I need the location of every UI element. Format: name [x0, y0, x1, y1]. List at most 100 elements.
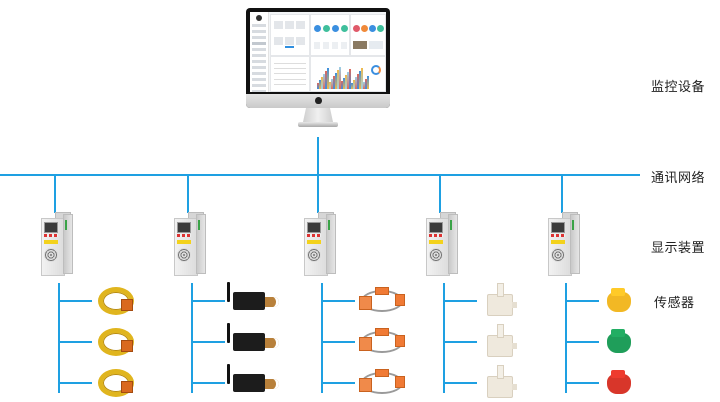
dashboard-panel-chart: [310, 56, 386, 92]
mini-chart-bar: [327, 68, 329, 89]
mini-chart-bar: [317, 83, 319, 89]
sensor-branch-line: [58, 341, 92, 343]
controller-terminal: [572, 220, 574, 230]
wireless-relay-sensor: [227, 364, 279, 392]
controller-buttons: [177, 234, 191, 237]
display-controller: [41, 212, 73, 276]
ring-temperature-sensor: [98, 287, 134, 315]
mini-chart-bar: [353, 80, 355, 89]
controller-terminal: [328, 220, 330, 230]
mini-chart-bar: [357, 74, 359, 89]
mini-chart-bar: [355, 77, 357, 89]
mini-chart-bar: [347, 72, 349, 89]
controller-buttons: [307, 234, 321, 237]
temperature-humidity-sensor: [487, 324, 517, 357]
clamp-temperature-sensor: [359, 369, 405, 394]
network-drop-line: [439, 175, 441, 213]
controller-side: [326, 214, 336, 274]
mini-chart-bar: [333, 76, 335, 89]
temperature-humidity-sensor: [487, 283, 517, 316]
controller-fan-icon: [177, 248, 191, 262]
network-bus-line: [0, 174, 640, 176]
wireless-relay-sensor: [227, 323, 279, 351]
clamp-module: [395, 335, 405, 347]
controller-terminal: [450, 220, 452, 230]
controller-fan-icon: [307, 248, 321, 262]
mini-chart-bar: [361, 68, 363, 89]
dashboard-mini-chart: [317, 65, 369, 89]
controller-warning-label: [551, 240, 565, 244]
mini-chart-bar: [337, 70, 339, 89]
controller-warning-label: [177, 240, 191, 244]
controller-screen: [307, 222, 321, 233]
cap-sensor: [607, 292, 631, 312]
display-controller: [426, 212, 458, 276]
layer-label-sensors: 传感器: [654, 296, 695, 311]
controller-screen: [44, 222, 58, 233]
sensor-bus-line: [191, 283, 193, 393]
dashboard-panel-status: [310, 14, 350, 56]
controller-buttons: [44, 234, 58, 237]
display-controller: [174, 212, 206, 276]
controller-buttons: [551, 234, 565, 237]
network-drop-line: [561, 175, 563, 213]
mini-chart-bar: [335, 73, 337, 89]
clamp-temperature-sensor: [359, 328, 405, 353]
sensor-branch-line: [191, 341, 225, 343]
network-drop-line: [187, 175, 189, 213]
mini-chart-bar: [343, 78, 345, 89]
controller-side: [570, 214, 580, 274]
clamp-module: [375, 369, 389, 377]
sensor-bus-line: [58, 283, 60, 393]
clamp-module: [375, 287, 389, 295]
controller-fan-icon: [551, 248, 565, 262]
mini-chart-bar: [325, 71, 327, 89]
sensor-bus-line: [443, 283, 445, 393]
clamp-module: [359, 337, 372, 351]
dashboard-panel-devices: [270, 14, 310, 56]
controller-warning-label: [429, 240, 443, 244]
mini-chart-bar: [349, 69, 351, 89]
sensor-branch-line: [191, 300, 225, 302]
controller-warning-label: [307, 240, 321, 244]
mini-chart-bar: [323, 74, 325, 89]
controller-side: [63, 214, 73, 274]
mini-chart-bar: [351, 83, 353, 89]
monitor-stand-base: [298, 122, 338, 127]
cap-sensor: [607, 333, 631, 353]
mini-chart-bar: [329, 82, 331, 89]
controller-screen: [429, 222, 443, 233]
ring-temperature-sensor: [98, 328, 134, 356]
ring-temperature-sensor: [98, 369, 134, 397]
mini-chart-bar: [359, 71, 361, 89]
clamp-module: [395, 294, 405, 306]
layer-label-network: 通讯网络: [651, 171, 706, 186]
dashboard-sidebar: [250, 12, 269, 92]
mini-chart-bar: [367, 76, 369, 89]
sensor-bus-line: [565, 283, 567, 393]
clamp-module: [359, 296, 372, 310]
apple-logo-icon: [315, 97, 322, 104]
sensor-branch-line: [565, 341, 599, 343]
controller-side: [196, 214, 206, 274]
sensor-branch-line: [58, 300, 92, 302]
mini-chart-bar: [341, 81, 343, 89]
controller-side: [448, 214, 458, 274]
dashboard-panel-table: [270, 56, 310, 92]
wireless-relay-sensor: [227, 282, 279, 310]
mini-chart-bar: [365, 79, 367, 89]
controller-buttons: [429, 234, 443, 237]
monitor-stand: [303, 108, 333, 122]
network-drop-line: [54, 175, 56, 213]
sensor-branch-line: [191, 382, 225, 384]
temperature-humidity-sensor: [487, 365, 517, 398]
sensor-branch-line: [443, 300, 477, 302]
dashboard-screen: [250, 12, 386, 92]
sensor-branch-line: [565, 382, 599, 384]
layer-label-display: 显示装置: [651, 241, 706, 256]
layer-label-monitoring: 监控设备: [651, 80, 706, 95]
clamp-module: [359, 378, 372, 392]
monitor-frame: [246, 8, 390, 108]
mini-chart-bar: [339, 67, 341, 89]
mini-chart-bar: [331, 79, 333, 89]
